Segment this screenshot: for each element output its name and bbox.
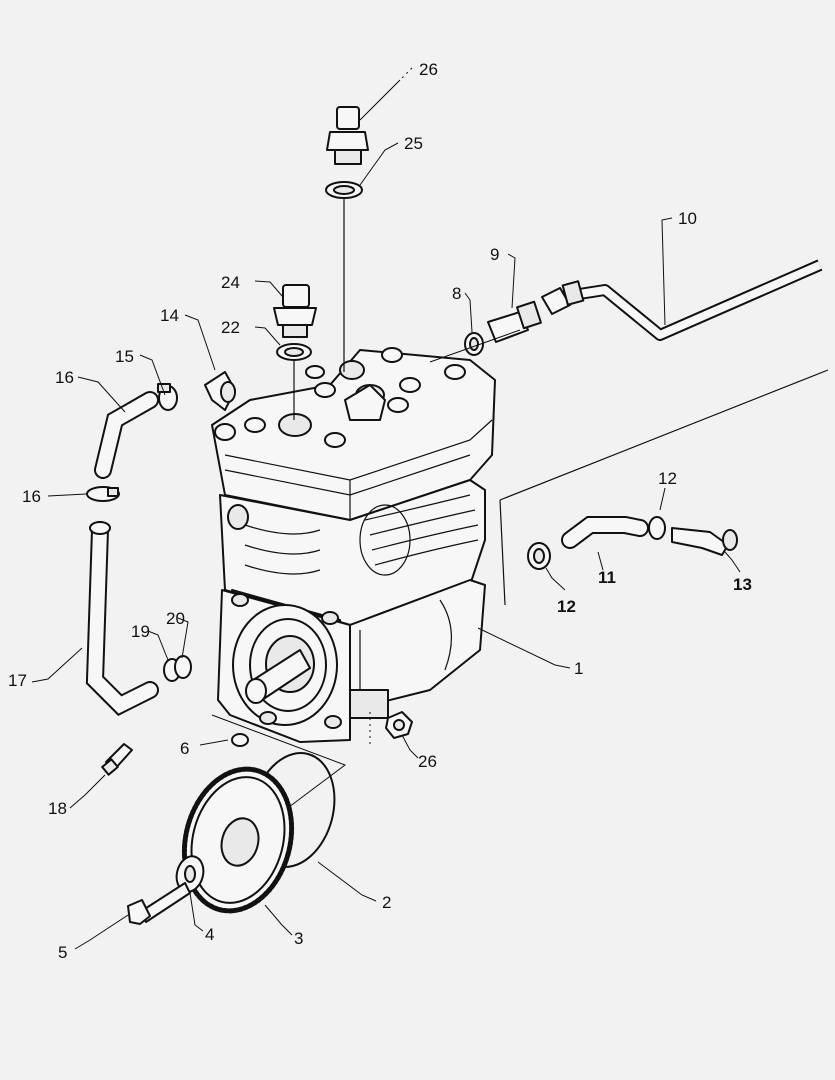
callout-22: 24 bbox=[221, 273, 240, 292]
elbow-fitting-14 bbox=[204, 371, 236, 411]
hose-clamp-16a bbox=[157, 383, 178, 411]
hose-clamp-12a bbox=[527, 542, 551, 570]
bolt-5 bbox=[127, 882, 191, 925]
seal-ring-24 bbox=[325, 181, 363, 199]
callout-8: 8 bbox=[452, 284, 461, 303]
hose-17 bbox=[85, 521, 159, 716]
callout-11: 11 bbox=[598, 568, 616, 587]
callout-13: 13 bbox=[733, 575, 752, 594]
gear-3 bbox=[181, 766, 295, 914]
seal-ring-8 bbox=[464, 332, 484, 356]
elbow-fitting-13 bbox=[671, 527, 738, 556]
fitting-25 bbox=[326, 106, 369, 165]
callout-21: 22 bbox=[221, 318, 240, 337]
callout-5: 5 bbox=[58, 943, 67, 962]
bolt-18 bbox=[101, 743, 133, 776]
head-bolts bbox=[214, 347, 466, 448]
callout-19: 19 bbox=[131, 622, 150, 641]
callout-18: 18 bbox=[48, 799, 67, 818]
hose-11 bbox=[561, 516, 649, 549]
seal-ring-21 bbox=[276, 343, 312, 361]
nut-26 bbox=[385, 711, 413, 739]
callout-9: 9 bbox=[490, 245, 499, 264]
callout-25: 26 bbox=[419, 60, 438, 79]
callout-12a: 12 bbox=[557, 597, 576, 616]
callout-10: 10 bbox=[678, 209, 697, 228]
callout-3: 3 bbox=[294, 929, 303, 948]
callout-15: 16 bbox=[55, 368, 74, 387]
fitting-9 bbox=[487, 300, 542, 343]
callout-26: 26 bbox=[418, 752, 437, 771]
callout-16b: 16 bbox=[22, 487, 41, 506]
leader-lines bbox=[31, 67, 741, 950]
callout-1: 1 bbox=[574, 659, 583, 678]
hose-15 bbox=[94, 391, 159, 479]
callout-4: 4 bbox=[205, 925, 214, 944]
hose-clamp-16b bbox=[86, 486, 120, 502]
callout-16a: 15 bbox=[115, 347, 134, 366]
pipe-10 bbox=[541, 259, 823, 341]
callout-14: 14 bbox=[160, 306, 179, 325]
callout-2: 2 bbox=[382, 893, 391, 912]
callout-17: 17 bbox=[8, 671, 27, 690]
callout-12b: 12 bbox=[658, 469, 677, 488]
callout-20: 20 bbox=[166, 609, 185, 628]
callout-24: 25 bbox=[404, 134, 423, 153]
seal-ring-6 bbox=[231, 733, 249, 747]
fitting-22 bbox=[273, 284, 317, 338]
callout-6: 6 bbox=[180, 739, 189, 758]
hose-clamp-12b bbox=[648, 516, 666, 540]
o-rings-19-20 bbox=[163, 655, 192, 682]
compressor-body bbox=[211, 347, 496, 743]
